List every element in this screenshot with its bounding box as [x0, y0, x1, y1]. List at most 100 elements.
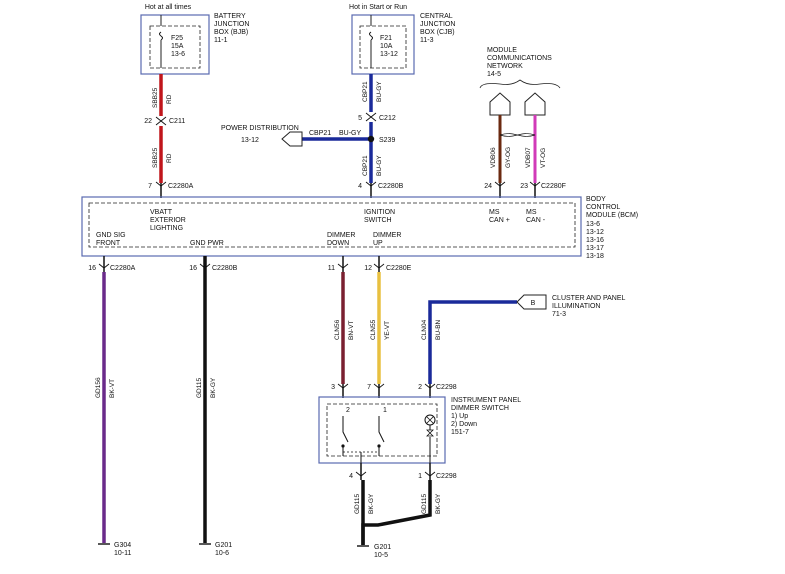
bjb-hot-label: Hot at all times	[145, 4, 192, 11]
twisted-pair-icon	[499, 133, 536, 137]
cjb-title-3: BOX (CJB)	[420, 29, 455, 36]
bcm-title-2: CONTROL	[586, 204, 620, 211]
wire-sbb25-top-circuit: SBB25	[152, 87, 159, 108]
bjb-frame	[140, 14, 210, 75]
c2280f-pin-23: 23	[520, 183, 528, 190]
switch-down-icon	[342, 416, 349, 456]
bjb-title-3: BOX (BJB)	[214, 29, 248, 36]
bcm-frame	[81, 196, 582, 257]
c2298-pin-7: 7	[367, 384, 371, 391]
wire-cbp21-top-circuit: CBP21	[362, 81, 369, 102]
connector-c211	[155, 116, 167, 126]
cjb-title-4: 11-3	[420, 37, 434, 44]
dimmer-title-3: 1) Up	[451, 413, 468, 420]
power-dist-circuit: CBP21	[309, 130, 331, 137]
bcm-dimmer-down-1: DIMMER	[327, 232, 355, 239]
bcm-title-5: 13-12	[586, 229, 604, 236]
bcm-vbatt-3: LIGHTING	[150, 225, 183, 232]
bcm-title-6: 13-16	[586, 237, 604, 244]
wire-cln56-color: BN-VT	[348, 320, 355, 340]
wire-cln04	[428, 300, 517, 384]
bjb-inner	[149, 25, 201, 69]
power-dist-ref: 13-12	[241, 137, 259, 144]
cluster-title-1: CLUSTER AND PANEL	[552, 295, 625, 302]
network-title-3: NETWORK	[487, 63, 523, 70]
c2280a-top-name: C2280A	[168, 183, 194, 190]
network-title-4: 14-5	[487, 71, 501, 78]
g201-center-id: G201	[374, 544, 391, 551]
bjb-fuse-ref: 13-6	[171, 51, 185, 58]
network-brace	[479, 79, 561, 89]
bjb-fuse-id: F25	[171, 35, 183, 42]
wire-cln56-circuit: CLN56	[334, 319, 341, 340]
wire-gd115-left-color: BK-GY	[210, 377, 217, 398]
g304-id: G304	[114, 542, 131, 549]
battery-junction-box: Hot at all times F25 15A 13-6 BATTERY JU…	[140, 4, 249, 75]
c2280a-top-pin: 7	[148, 183, 152, 190]
instrument-panel-dimmer-switch: 2 1 INSTRUMENT PANEL DIMMER SWITCH 1) Up…	[318, 396, 521, 464]
c2280a-bot-name: C2280A	[110, 265, 136, 272]
connector-c212	[365, 112, 377, 122]
bcm-gnd-sig-2: FRONT	[96, 240, 121, 247]
bcm-inner	[88, 202, 576, 248]
cjb-fuse-ref: 13-12	[380, 51, 398, 58]
bcm-gnd-sig-1: GND SIG	[96, 232, 126, 239]
wire-cbp21-bottom-circuit: CBP21	[362, 155, 369, 176]
wire-cln04-color: BU-BN	[435, 319, 442, 340]
bcm-dimmer-up-1: DIMMER	[373, 232, 401, 239]
bjb-fuse-rating: 15A	[171, 43, 184, 50]
wire-gd115-left-circuit: GD115	[196, 378, 203, 398]
bcm-title-1: BODY	[586, 196, 606, 203]
dimmer-title-1: INSTRUMENT PANEL	[451, 397, 521, 404]
network-title-1: MODULE	[487, 47, 517, 54]
body-control-module: BODY CONTROL MODULE (BCM) 13-6 13-12 13-…	[81, 196, 638, 260]
bcm-ms-can-minus-1: MS	[526, 209, 537, 216]
splice-s239	[367, 135, 375, 143]
cluster-title-3: 71-3	[552, 311, 566, 318]
wire-sbb25-top-color: RD	[166, 94, 173, 104]
c211-pin: 22	[144, 118, 152, 125]
wire-vdb07-circuit: VDB07	[525, 147, 532, 168]
c2280b-top-pin: 4	[358, 183, 362, 190]
bcm-gnd-pwr: GND PWR	[190, 240, 224, 247]
cjb-hot-label: Hot in Start or Run	[349, 4, 407, 11]
fuse-f25-icon	[159, 31, 163, 41]
bcm-ignition-1: IGNITION	[364, 209, 395, 216]
c2298-top-name: C2298	[436, 384, 457, 391]
c2280b-bot-pin: 16	[189, 265, 197, 272]
bcm-vbatt-1: VBATT	[150, 209, 173, 216]
bcm-title-7: 13-17	[586, 245, 604, 252]
bcm-title-8: 13-18	[586, 253, 604, 260]
network-node-2-icon	[524, 92, 546, 116]
wire-vdb07-color: VT-OG	[540, 148, 547, 168]
cjb-inner	[359, 25, 407, 69]
c2280f-pin-24: 24	[484, 183, 492, 190]
wire-gd156-color: BK-VT	[109, 379, 116, 398]
bcm-vbatt-2: EXTERIOR	[150, 217, 186, 224]
g201-left-id: G201	[215, 542, 232, 549]
c212-name: C212	[379, 115, 396, 122]
c2298-bottom-name: C2298	[436, 473, 457, 480]
bcm-title-4: 13-6	[586, 221, 600, 228]
cluster-title-2: ILLUMINATION	[552, 303, 601, 310]
g201-left-ref: 10-6	[215, 550, 229, 557]
c2280b-bot-name: C2280B	[212, 265, 238, 272]
module-communications-network: MODULE COMMUNICATIONS NETWORK 14-5	[479, 47, 561, 116]
c2298-pin-1: 1	[418, 473, 422, 480]
dimmer-pin-2: 2	[346, 407, 350, 414]
c212-pin: 5	[358, 115, 362, 122]
wire-sbb25-bottom-circuit: SBB25	[152, 147, 159, 168]
wire-cln55-circuit: CLN55	[370, 319, 377, 340]
switch-up-icon	[378, 416, 385, 456]
c211-name: C211	[169, 118, 185, 125]
wire-gd115-sw-left-circuit: GD115	[354, 494, 361, 514]
cjb-fuse-rating: 10A	[380, 43, 393, 50]
rheostat-icon	[426, 429, 434, 437]
bjb-title-4: 11-1	[214, 37, 228, 44]
fuse-f21-icon	[369, 31, 373, 41]
bcm-ms-can-plus-2: CAN +	[489, 217, 510, 224]
dimmer-title-5: 151-7	[451, 429, 469, 436]
wire-gd115-sw-left-color: BK-GY	[368, 493, 375, 514]
network-title-2: COMMUNICATIONS	[487, 55, 552, 62]
